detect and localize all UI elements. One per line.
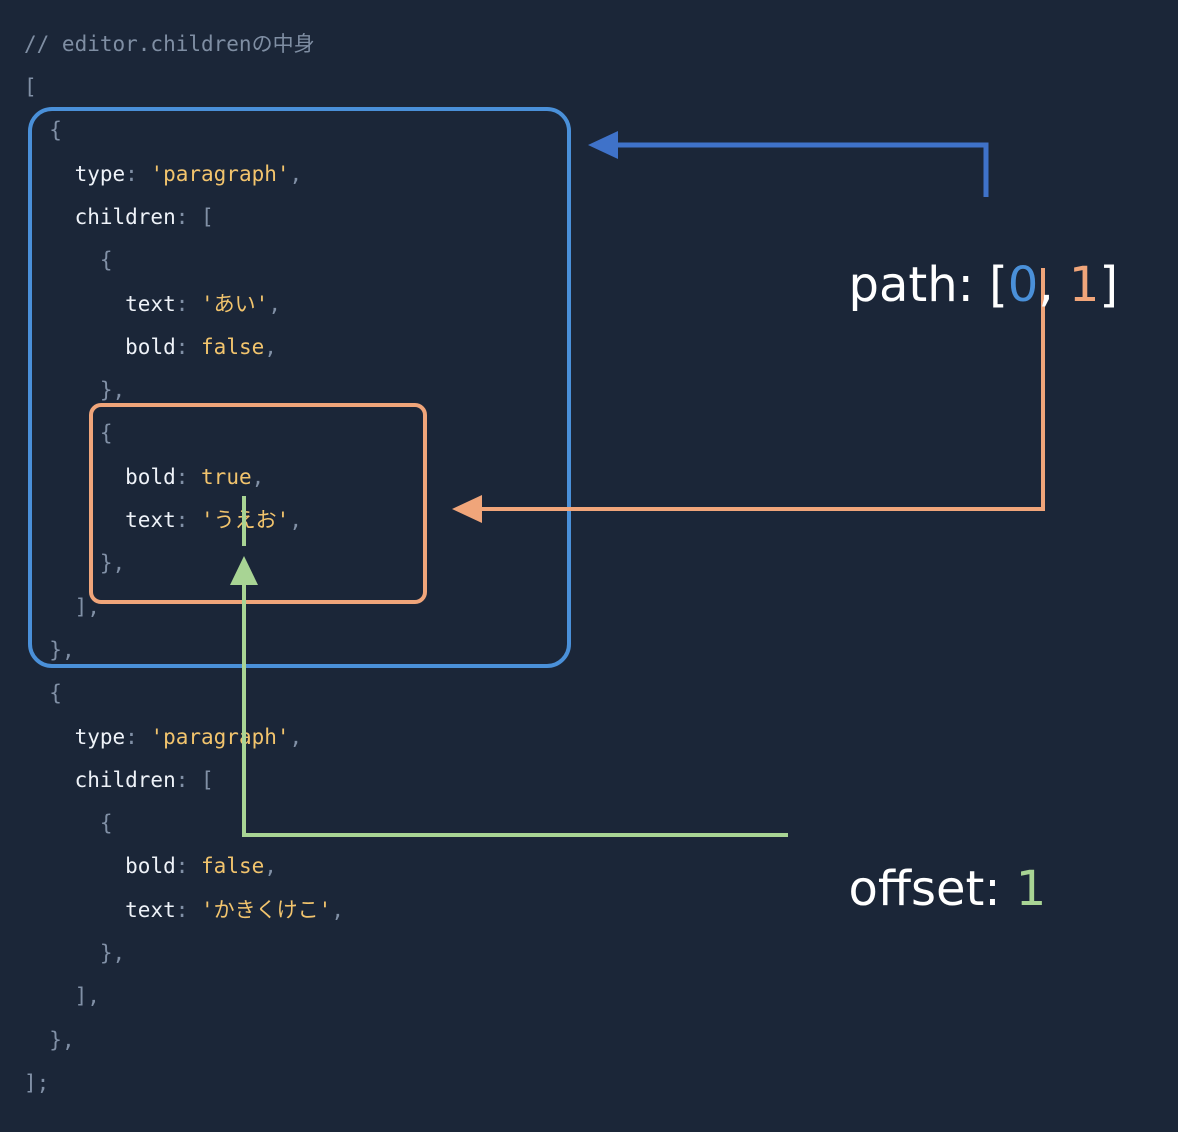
- code-line: },: [24, 638, 75, 662]
- code-bracket: [: [201, 768, 214, 792]
- code-line: },: [24, 378, 125, 402]
- code-line: type: 'paragraph',: [24, 725, 303, 749]
- code-line: text: 'あい',: [24, 292, 281, 316]
- code-punct: ,: [289, 162, 303, 186]
- code-value: 'paragraph': [150, 725, 290, 749]
- orange-arrow-head: [452, 495, 482, 523]
- code-punct: ,: [268, 292, 281, 316]
- code-line: {: [24, 248, 113, 272]
- code-line: children: [: [24, 768, 214, 792]
- code-line: bold: false,: [24, 854, 277, 878]
- code-line: },: [24, 941, 125, 965]
- code-bracket: },: [49, 638, 75, 662]
- code-bracket: ],: [74, 984, 100, 1008]
- code-line: [: [24, 75, 37, 99]
- code-line: children: [: [24, 205, 214, 229]
- code-colon: :: [175, 292, 202, 316]
- code-value: false: [201, 335, 265, 359]
- offset-value: 1: [1015, 861, 1047, 917]
- code-colon: :: [175, 205, 202, 229]
- code-key: children: [74, 768, 176, 792]
- code-key: type: [74, 725, 126, 749]
- code-punct: ,: [289, 508, 302, 532]
- code-line: },: [24, 551, 125, 575]
- path-label: path: [0, 1]: [818, 201, 1119, 313]
- code-line: {: [24, 118, 62, 142]
- code-punct: ,: [264, 854, 277, 878]
- code-value: 'かきくけこ': [201, 898, 332, 922]
- code-bracket: },: [49, 1028, 75, 1052]
- code-punct: ,: [251, 465, 265, 489]
- code-colon: :: [175, 465, 202, 489]
- code-bracket: {: [49, 681, 62, 705]
- code-line: {: [24, 421, 113, 445]
- code-key: children: [74, 205, 176, 229]
- code-line: ],: [24, 984, 100, 1008]
- code-line: text: 'かきくけこ',: [24, 898, 344, 922]
- code-line: {: [24, 811, 113, 835]
- code-bracket: },: [99, 551, 126, 575]
- code-value: 'あい': [201, 292, 269, 316]
- path-index-0: 0: [1007, 257, 1039, 313]
- blue-arrow-head: [588, 131, 618, 159]
- code-colon: :: [175, 335, 202, 359]
- blue-highlight-box: [28, 107, 571, 668]
- code-key: bold: [125, 854, 176, 878]
- code-line: ];: [24, 1071, 49, 1095]
- offset-label-prefix: offset:: [848, 861, 1016, 917]
- code-bracket: {: [99, 811, 113, 835]
- code-value: 'paragraph': [150, 162, 290, 186]
- code-colon: :: [175, 854, 202, 878]
- offset-label: offset: 1: [818, 805, 1047, 917]
- code-bracket: {: [99, 248, 113, 272]
- code-punct: ,: [264, 335, 277, 359]
- path-index-1: 1: [1068, 257, 1100, 313]
- path-label-suffix: ]: [1099, 257, 1119, 313]
- code-bracket: ];: [24, 1071, 50, 1095]
- code-key: type: [74, 162, 126, 186]
- code-line: {: [24, 681, 62, 705]
- code-key: text: [125, 292, 176, 316]
- code-colon: :: [175, 898, 202, 922]
- code-key: bold: [125, 465, 176, 489]
- green-arrow-head: [230, 556, 258, 585]
- code-bracket: {: [49, 118, 62, 142]
- path-label-sep: ,: [1038, 257, 1069, 313]
- code-bracket: {: [99, 421, 113, 445]
- code-bracket: },: [99, 941, 126, 965]
- code-line: bold: true,: [24, 465, 264, 489]
- path-label-prefix: path: [: [848, 257, 1008, 313]
- code-punct: ,: [289, 725, 303, 749]
- green-arrow-line: [242, 580, 788, 837]
- code-colon: :: [125, 725, 151, 749]
- code-line: },: [24, 1028, 75, 1052]
- code-colon: :: [125, 162, 151, 186]
- code-bracket: },: [99, 378, 126, 402]
- code-bracket: [: [24, 75, 37, 99]
- code-comment: // editor.childrenの中身: [24, 32, 315, 56]
- code-key: bold: [125, 335, 176, 359]
- code-value: false: [201, 854, 265, 878]
- code-colon: :: [175, 508, 202, 532]
- code-punct: ,: [331, 898, 344, 922]
- code-bracket: [: [201, 205, 214, 229]
- orange-arrow-line: [478, 268, 1045, 511]
- code-line: bold: false,: [24, 335, 277, 359]
- code-line: type: 'paragraph',: [24, 162, 303, 186]
- code-key: text: [125, 508, 176, 532]
- code-colon: :: [175, 768, 202, 792]
- code-key: text: [125, 898, 176, 922]
- code-value: true: [201, 465, 252, 489]
- orange-highlight-box: [89, 403, 427, 604]
- blue-arrow-line: [612, 142, 989, 197]
